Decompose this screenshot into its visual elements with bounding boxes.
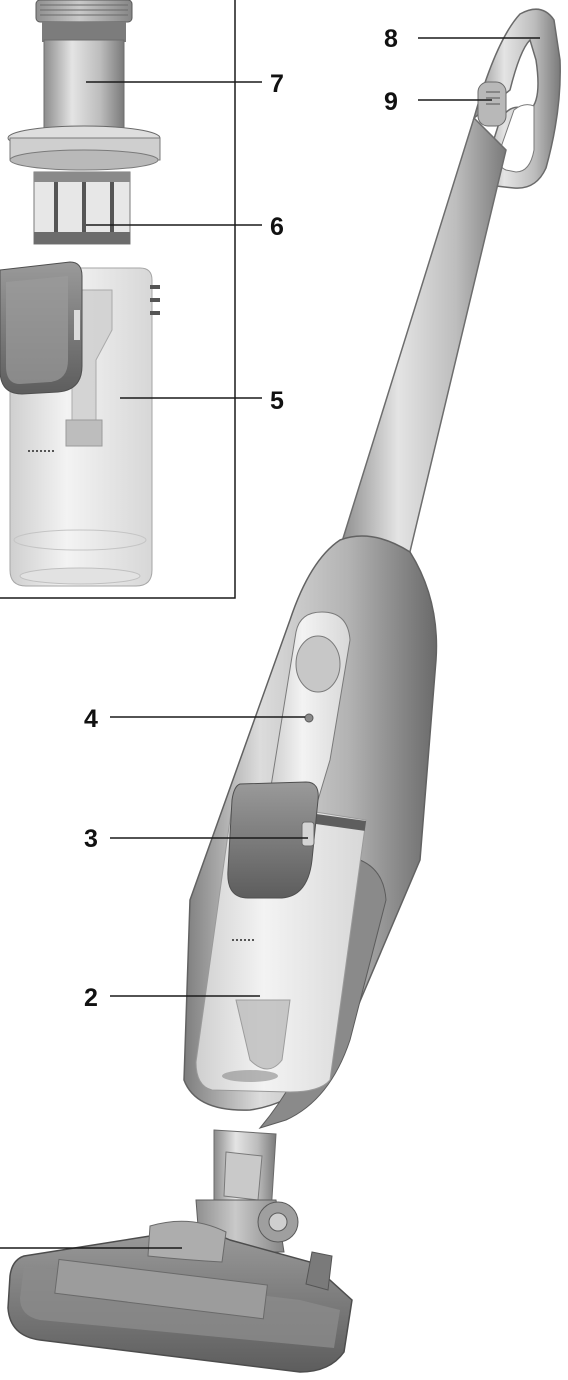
callout-label-8: 8 bbox=[384, 25, 398, 53]
floor-nozzle bbox=[8, 1221, 352, 1372]
callout-label-3: 3 bbox=[84, 825, 98, 853]
inset-collar-ring bbox=[8, 126, 160, 170]
inset-filter-cage bbox=[34, 172, 130, 244]
handle-tube bbox=[340, 118, 506, 560]
power-switch bbox=[478, 82, 506, 126]
callout-label-5: 5 bbox=[270, 387, 284, 415]
inset-latch-cover bbox=[0, 262, 82, 394]
callout-label-2: 2 bbox=[84, 984, 98, 1012]
callout-label-7: 7 bbox=[270, 70, 284, 98]
callout-label-9: 9 bbox=[384, 88, 398, 116]
release-latch bbox=[228, 782, 318, 898]
callout-label-4: 4 bbox=[84, 705, 98, 733]
inset-cyclone-tube bbox=[36, 0, 132, 132]
callout-label-6: 6 bbox=[270, 213, 284, 241]
